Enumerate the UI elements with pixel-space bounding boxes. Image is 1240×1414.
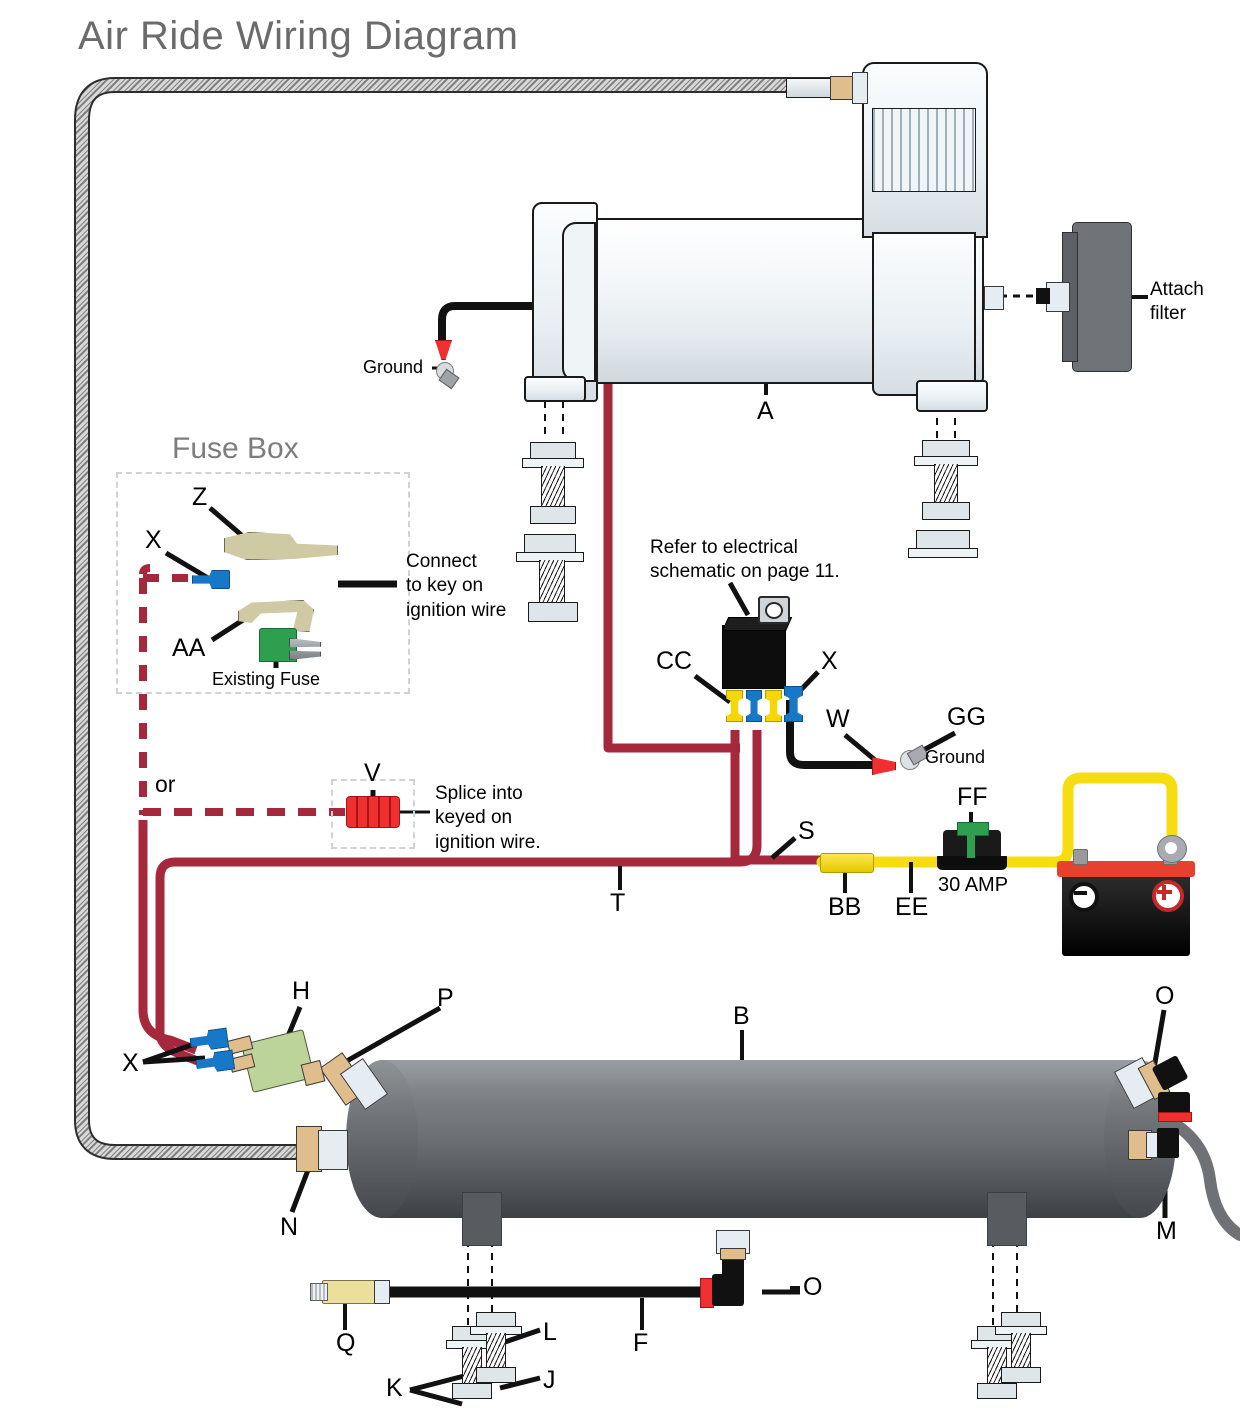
relay-body <box>722 625 786 689</box>
label-splice-v: V <box>364 759 381 787</box>
label-relay-ground: Ground <box>925 747 986 767</box>
note-refer-schematic: Refer to electrical schematic on page 11… <box>650 537 840 583</box>
label-relay-x: X <box>821 647 838 675</box>
label-tank-p: P <box>437 984 454 1012</box>
fuse-box-outline <box>116 472 410 694</box>
pressure-switch-port <box>300 1059 326 1087</box>
tank-port-plug-m <box>1157 1128 1179 1158</box>
label-bb: BB <box>828 893 862 921</box>
battery-minus-symbol <box>1074 891 1087 895</box>
label-tank-o-bottom: O <box>803 1273 823 1301</box>
label-relay-cc: CC <box>656 647 693 675</box>
battery-terminal-negative <box>1069 882 1099 912</box>
air-filter-nipple <box>1036 288 1050 304</box>
battery-ring-terminal-hole <box>1165 842 1177 854</box>
label-fusebox-z: Z <box>192 483 208 511</box>
label-tank-n: N <box>280 1213 299 1241</box>
air-filter-body <box>1072 222 1132 372</box>
label-fusebox-x: X <box>145 526 162 554</box>
drain-valve-q-cap <box>374 1280 390 1304</box>
battery-top-cover <box>1057 861 1195 877</box>
relay-terminal-yellow-1 <box>726 690 743 722</box>
battery-post-negative <box>1073 849 1088 865</box>
label-t: T <box>610 889 626 917</box>
compressor-mount-foot-right <box>916 380 988 412</box>
relay-terminal-yellow-2 <box>765 690 782 722</box>
label-fusebox-aa: AA <box>172 634 206 662</box>
page-title: Air Ride Wiring Diagram <box>78 14 519 58</box>
hose-nut <box>852 72 868 104</box>
air-tank-foot-right <box>987 1192 1027 1246</box>
label-tank-o-right: O <box>1155 982 1175 1010</box>
battery-plus-symbol-v <box>1162 885 1166 900</box>
label-ee: EE <box>895 893 929 921</box>
label-compressor-ground: Ground <box>363 357 424 377</box>
label-tank-l: L <box>543 1318 557 1346</box>
relay-ground-ring-terminal <box>872 757 896 775</box>
label-tank-x: X <box>122 1049 139 1077</box>
label-attach-filter: Attach filter <box>1150 279 1204 325</box>
label-existing-fuse: Existing Fuse <box>212 669 321 689</box>
label-ff: FF <box>957 783 988 811</box>
label-tank-f: F <box>633 1329 649 1357</box>
tank-blue-connector-2 <box>195 1049 235 1074</box>
label-tank-m: M <box>1156 1217 1177 1245</box>
label-relay-gg: GG <box>947 703 986 731</box>
tank-blue-connector-1 <box>189 1027 229 1052</box>
label-tank-j: J <box>543 1366 556 1394</box>
fuse-blade-stem <box>967 828 975 858</box>
air-tank-body <box>380 1060 1140 1218</box>
label-s: S <box>798 817 815 845</box>
air-filter-fitting <box>1046 282 1070 312</box>
tank-hose-coupler-m-top <box>1158 1092 1190 1114</box>
splice-outline <box>331 779 415 849</box>
note-splice-keyed-ignition: Splice into keyed on ignition wire. <box>435 783 541 853</box>
tank-fitting-n-nut <box>318 1130 348 1170</box>
label-fuse-rating: 30 AMP <box>938 874 1009 896</box>
label-relay-w: W <box>826 705 850 733</box>
compressor-motor-block <box>872 232 976 396</box>
bottom-elbow-fitting-o <box>712 1274 744 1306</box>
fuse-box-title: Fuse Box <box>172 432 299 465</box>
label-tank-k: K <box>386 1374 403 1402</box>
label-tank-h: H <box>292 977 311 1005</box>
compressor-mount-foot-left <box>524 376 586 402</box>
ground-ring-terminal-compressor <box>435 340 452 360</box>
compressor-outlet-port <box>984 286 1004 310</box>
air-tank-foot-left <box>462 1192 502 1246</box>
label-compressor-a: A <box>757 397 774 425</box>
relay-terminal-blue-1 <box>746 690 762 722</box>
label-tank-q: Q <box>336 1329 356 1357</box>
inline-fuse-holder-base <box>937 856 1007 870</box>
splice-connector-v <box>346 796 400 828</box>
drain-valve-q-thread <box>310 1283 328 1301</box>
note-connect-to-key: Connect to key on ignition wire <box>406 551 507 621</box>
relay-terminal-blue-2 <box>784 686 803 722</box>
compressor-end-bell-inner <box>562 222 596 382</box>
tank-hose-coupler-collar <box>1158 1112 1192 1122</box>
relay-mount-hole <box>765 602 783 619</box>
butt-connector-bb <box>820 853 874 873</box>
compressor-motor-fins <box>872 108 976 192</box>
battery-terminal-positive <box>1152 880 1184 912</box>
label-tank-b: B <box>733 1002 750 1030</box>
relay-mount-tab <box>758 596 790 624</box>
label-or: or <box>155 771 176 797</box>
bottom-riser-brass <box>720 1248 746 1260</box>
